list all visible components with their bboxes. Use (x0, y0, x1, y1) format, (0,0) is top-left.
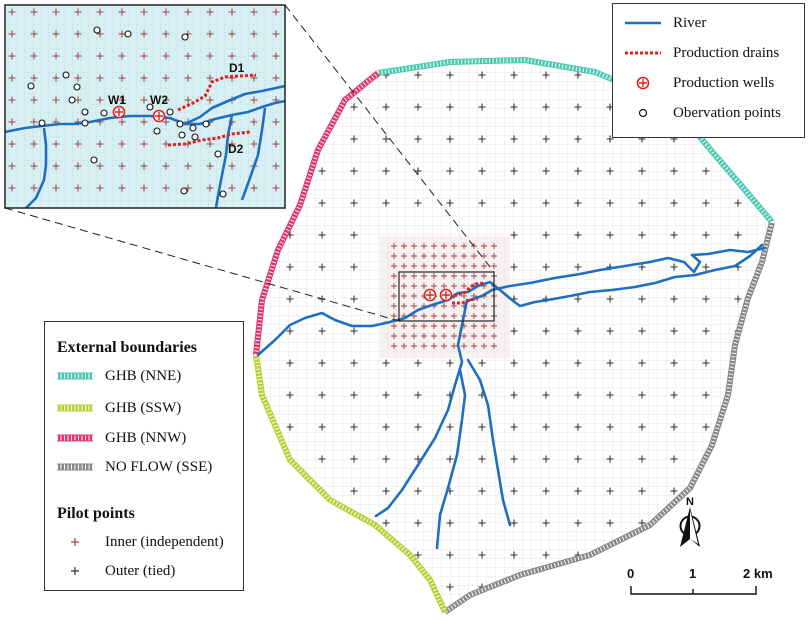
boundary-sse (443, 221, 775, 615)
well-circle-plus-icon (636, 76, 650, 90)
inset-extent-box (398, 271, 495, 322)
boundary-nnw (253, 70, 380, 356)
legend-label-ghb-ssw: GHB (SSW) (105, 399, 182, 416)
ghb-ssw-icon (57, 404, 93, 412)
inset-leader-bottom (4, 207, 400, 322)
river-network (256, 243, 767, 550)
legend-item-outer-pilot: Outer (tied) (45, 561, 175, 581)
north-label: N (686, 496, 694, 508)
well-label-w1: W1 (108, 93, 126, 107)
scale-label-0: 0 (627, 566, 635, 581)
legend-item-drains: Production drains (613, 43, 779, 63)
legend-label-wells: Production wells (673, 74, 775, 91)
legend-item-observation: Obervation points (613, 103, 781, 123)
production-drains (452, 281, 485, 305)
legend-label-inner-pilot: Inner (independent) (105, 533, 224, 550)
legend-boundaries-pilots: External boundaries GHB (NNE) GHB (SSW) … (44, 321, 244, 591)
legend-title-pilots: Pilot points (57, 505, 135, 522)
outer-pilot-icon (71, 567, 79, 575)
no-flow-icon (57, 463, 93, 471)
legend-label-outer-pilot: Outer (tied) (105, 562, 176, 579)
well-label-w2: W2 (150, 93, 168, 107)
drain-label-d2: D2 (228, 142, 244, 156)
legend-item-no-flow: NO FLOW (SSE) (45, 457, 212, 477)
north-arrow-icon: N (679, 496, 701, 547)
scale-label-2km: 2 km (743, 566, 773, 581)
boundary-ssw (253, 354, 448, 614)
inset-map: W1 W2 D1 D2 (4, 4, 286, 209)
drain-dashed-icon (625, 51, 661, 55)
inset-leader-top (284, 4, 495, 273)
legend-item-wells: Production wells (613, 73, 774, 93)
legend-item-ghb-ssw: GHB (SSW) (45, 398, 181, 418)
legend-item-inner-pilot: Inner (independent) (45, 532, 224, 552)
ghb-nne-icon (57, 372, 93, 380)
scale-label-1: 1 (689, 566, 697, 581)
legend-features: River Production drains Production wells… (612, 3, 805, 138)
legend-item-ghb-nne: GHB (NNE) (45, 366, 181, 386)
legend-label-no-flow: NO FLOW (SSE) (105, 458, 213, 475)
drain-label-d1: D1 (229, 61, 245, 75)
legend-title-boundaries: External boundaries (57, 339, 198, 356)
legend-label-ghb-nnw: GHB (NNW) (105, 429, 187, 446)
scale-bar (630, 586, 757, 595)
legend-item-river: River (613, 13, 706, 33)
inner-pilot-icon (71, 538, 79, 546)
legend-label-observation: Obervation points (673, 104, 781, 121)
open-circle-icon (638, 108, 648, 118)
production-wells (423, 288, 453, 302)
legend-label-drains: Production drains (673, 44, 780, 61)
legend-item-ghb-nnw: GHB (NNW) (45, 428, 186, 448)
ghb-nnw-icon (57, 434, 93, 442)
legend-label-river: River (673, 14, 707, 31)
legend-label-ghb-nne: GHB (NNE) (105, 367, 182, 384)
river-line-icon (625, 21, 661, 25)
